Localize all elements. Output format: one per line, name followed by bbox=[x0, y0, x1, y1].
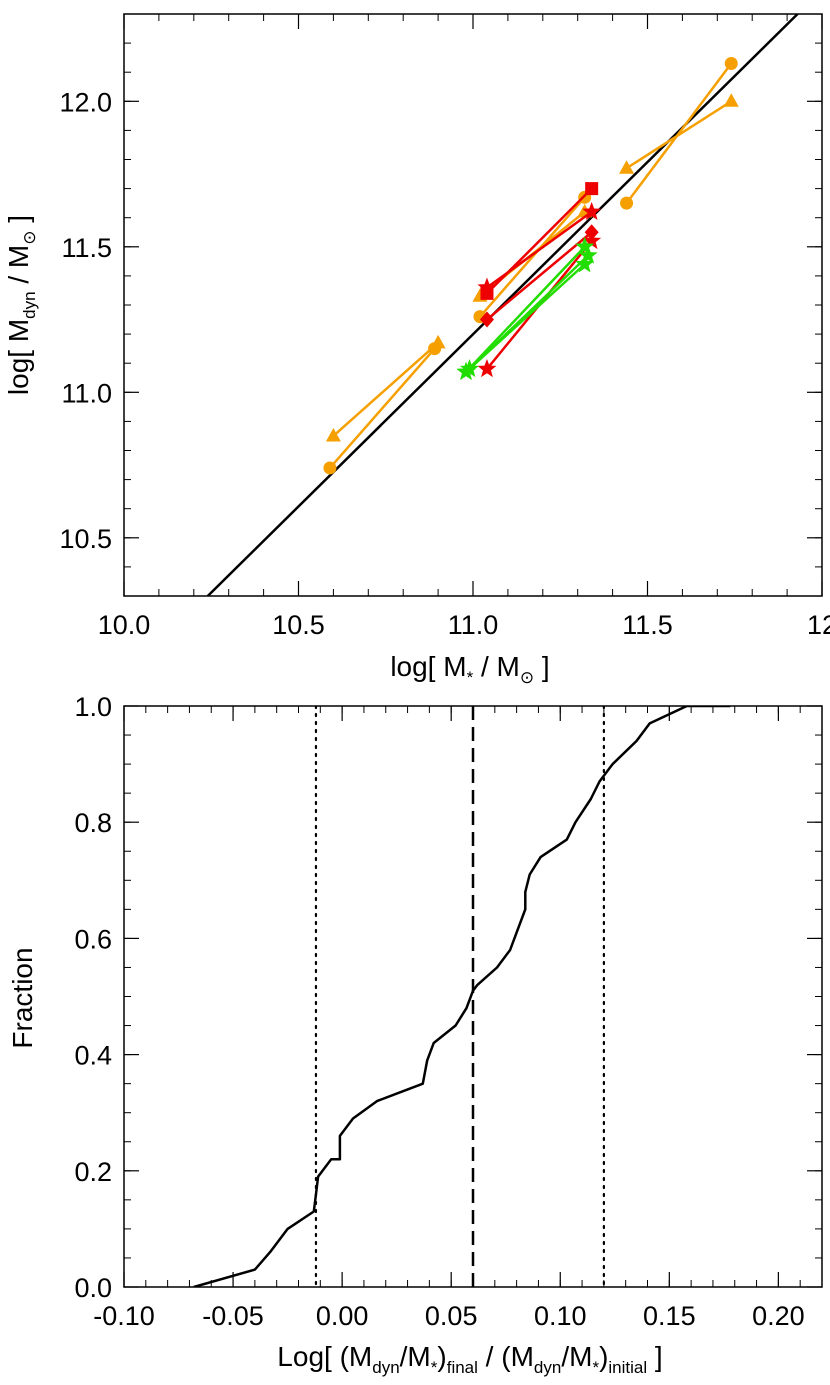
top-x-tick-label: 12 bbox=[807, 610, 830, 640]
measurement-pair bbox=[460, 245, 598, 378]
bottom-x-tick-label: 0.20 bbox=[752, 1301, 805, 1331]
triangle-marker bbox=[619, 160, 635, 174]
top-panel-tick-labels: 10.0 10.5 11.0 11.5 12 10.5 11.0 11.5 12.0 bbox=[59, 87, 830, 640]
circle-marker bbox=[323, 461, 337, 475]
cumulative-curve-group bbox=[193, 706, 731, 1287]
pair-connector bbox=[625, 100, 732, 170]
bottom-x-axis-label: Log[ (Mdyn/M*)final / (Mdyn/M*)initial ] bbox=[277, 1341, 662, 1377]
diamond-marker bbox=[584, 224, 599, 241]
triangle-marker bbox=[430, 334, 446, 349]
bottom-y-tick-label: 0.8 bbox=[74, 808, 112, 838]
circle-marker bbox=[620, 196, 634, 210]
bottom-x-tick-label: 0.10 bbox=[534, 1301, 587, 1331]
bottom-y-axis-label: Fraction bbox=[7, 947, 38, 1048]
reference-vlines-group bbox=[314, 706, 605, 1287]
pair-connector bbox=[465, 245, 586, 373]
bottom-x-tick-label: -0.10 bbox=[93, 1301, 155, 1331]
measurement-pair bbox=[480, 182, 599, 300]
star-marker bbox=[477, 359, 497, 378]
circle-marker bbox=[724, 56, 738, 70]
top-panel-data-group bbox=[323, 56, 739, 475]
bottom-y-tick-label: 0.4 bbox=[74, 1041, 112, 1071]
bottom-panel-frame bbox=[123, 705, 823, 1288]
bottom-y-tick-label: 1.0 bbox=[74, 692, 112, 722]
star-marker bbox=[477, 277, 497, 296]
pair-connector bbox=[486, 231, 593, 321]
bottom-y-tick-label: 0.0 bbox=[74, 1273, 112, 1303]
top-x-tick-label: 10.5 bbox=[272, 610, 325, 640]
star-marker bbox=[575, 236, 595, 255]
top-x-tick-label: 11.5 bbox=[622, 610, 673, 640]
bottom-x-tick-label: 0.00 bbox=[316, 1301, 369, 1331]
square-marker bbox=[585, 182, 599, 196]
top-x-axis-label: log[ M* / M⊙ ] bbox=[390, 651, 549, 687]
measurement-pair bbox=[323, 342, 442, 475]
cumulative-fraction-panel: -0.10 -0.05 0.00 0.05 0.10 0.15 0.20 0.0 0.2 0.4 0… bbox=[7, 692, 823, 1377]
bottom-panel-ticks bbox=[123, 705, 823, 1288]
star-marker bbox=[575, 254, 595, 273]
triangle-marker bbox=[325, 427, 341, 442]
square-marker bbox=[480, 286, 494, 300]
bottom-x-tick-label: 0.05 bbox=[425, 1301, 478, 1331]
top-y-tick-label: 12.0 bbox=[59, 87, 112, 117]
measurement-pair bbox=[479, 224, 599, 328]
star-marker bbox=[582, 201, 602, 220]
bottom-panel-tick-labels: -0.10 -0.05 0.00 0.05 0.10 0.15 0.20 0.0 0.2 0.4 0… bbox=[74, 692, 804, 1331]
top-panel-ticks bbox=[123, 13, 823, 597]
top-panel-frame bbox=[123, 13, 823, 597]
bottom-x-tick-label: -0.05 bbox=[202, 1301, 264, 1331]
triangle-marker bbox=[723, 93, 739, 107]
pair-connector bbox=[479, 196, 586, 318]
top-y-tick-label: 10.5 bbox=[59, 524, 112, 554]
bottom-x-tick-label: 0.15 bbox=[643, 1301, 696, 1331]
cumulative-curve bbox=[193, 706, 731, 1287]
star-marker bbox=[578, 245, 598, 264]
pair-connector bbox=[328, 347, 436, 469]
top-y-axis-label: log[ Mdyn / M⊙ ] bbox=[3, 215, 39, 395]
bottom-y-tick-label: 0.6 bbox=[74, 924, 112, 954]
pair-connector bbox=[332, 341, 439, 437]
pair-connector bbox=[486, 187, 593, 295]
top-y-tick-label: 11.0 bbox=[61, 378, 112, 408]
star-marker bbox=[460, 359, 480, 378]
measurement-pair bbox=[325, 334, 446, 442]
top-y-tick-label: 11.5 bbox=[61, 233, 112, 263]
measurement-pair bbox=[619, 93, 739, 174]
top-x-tick-label: 10.0 bbox=[98, 610, 151, 640]
mass-comparison-panel: 10.0 10.5 11.0 11.5 12 10.5 11.0 11.5 12.0 log[ … bbox=[3, 13, 830, 687]
diamond-marker bbox=[479, 311, 494, 328]
top-x-tick-label: 11.0 bbox=[448, 610, 499, 640]
pair-connector bbox=[468, 254, 590, 370]
bottom-y-tick-label: 0.2 bbox=[74, 1157, 112, 1187]
